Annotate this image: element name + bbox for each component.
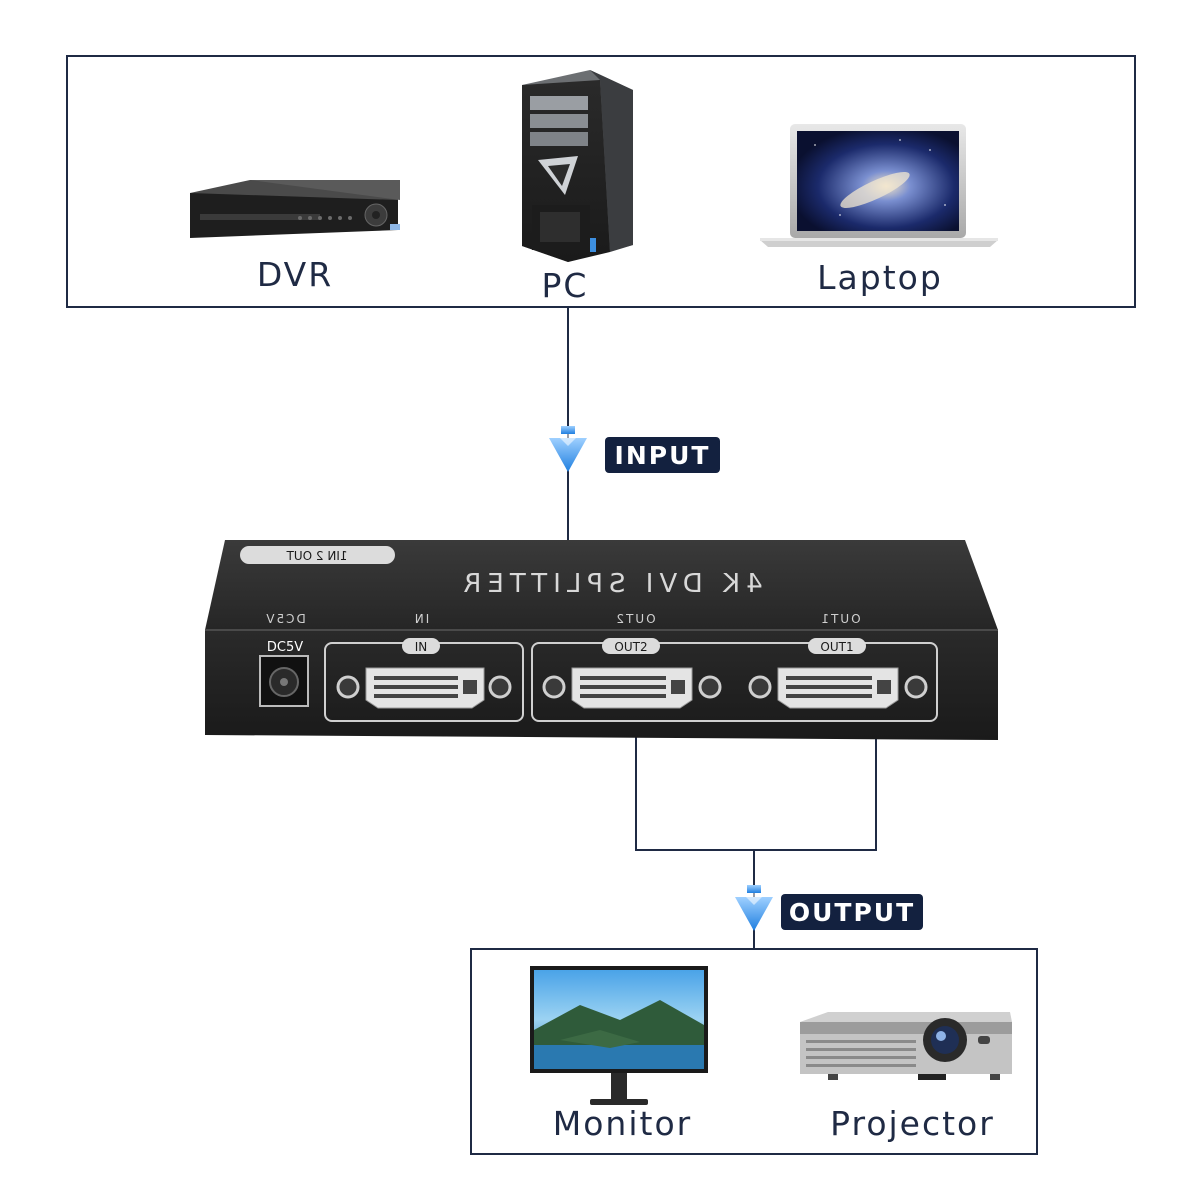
pc-tower-image <box>522 70 633 262</box>
dvi-out2-port <box>542 667 722 709</box>
power-label: DC5V <box>267 640 303 655</box>
dvi-splitter-device: 1IN 2 OUT 4K DVI SPLITTER DC5V IN OUT2 O… <box>205 540 998 740</box>
top-badge <box>240 546 395 564</box>
top-label-in: IN <box>413 612 430 626</box>
top-label-out2: OUT2 <box>614 612 655 626</box>
output-arrow-icon <box>735 885 773 931</box>
out2-port-label: OUT2 <box>614 640 647 654</box>
laptop-label: Laptop <box>817 258 943 297</box>
output-tag: OUTPUT <box>781 894 923 930</box>
laptop-image <box>760 124 998 247</box>
top-label-out1: OUT1 <box>819 612 860 626</box>
input-tag: INPUT <box>605 437 720 473</box>
splitter-title: 4K DVI SPLITTER <box>457 569 762 599</box>
top-badge-label: 1IN 2 OUT <box>286 549 348 563</box>
projector-image <box>800 1012 1012 1080</box>
dvr-label: DVR <box>256 255 334 294</box>
monitor-image <box>530 966 708 1105</box>
dvr-image <box>190 180 400 238</box>
dvi-out1-port <box>748 667 928 709</box>
input-arrow-icon <box>549 426 587 472</box>
out-ports-frame <box>531 642 938 722</box>
dvi-in-port <box>336 667 512 709</box>
projector-label: Projector <box>830 1104 995 1143</box>
in-port-label: IN <box>415 640 428 654</box>
pc-label: PC <box>541 266 589 305</box>
out1-port-label: OUT1 <box>820 640 853 654</box>
monitor-label: Monitor <box>552 1104 693 1143</box>
top-label-dc5v: DC5V <box>264 612 305 626</box>
